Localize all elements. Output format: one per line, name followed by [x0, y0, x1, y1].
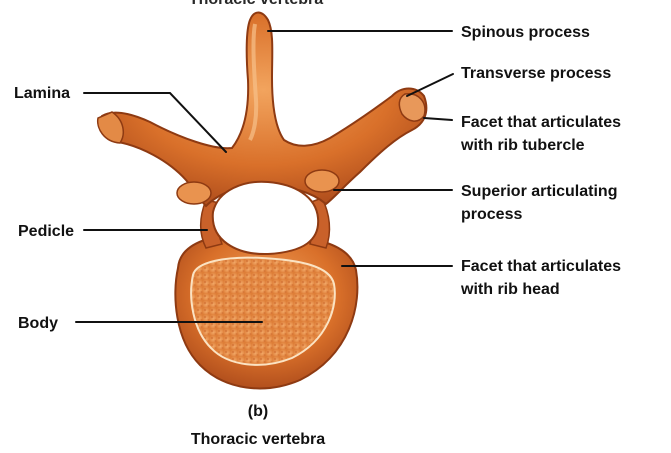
leader-transverse-process	[407, 74, 453, 96]
vertebral-foramen	[213, 182, 318, 254]
label-superior-articulating-line1: Superior articulating	[461, 183, 617, 200]
label-superior-articulating-line2: process	[461, 206, 522, 223]
leader-facet-rib-tubercle	[424, 118, 452, 120]
label-spinous-process: Spinous process	[461, 24, 590, 41]
label-lamina: Lamina	[14, 85, 70, 102]
right-superior-articulating-process	[305, 170, 339, 192]
figure-caption: (b) Thoracic vertebra	[191, 403, 325, 448]
label-facet-rib-head-line2: with rib head	[460, 281, 560, 298]
figure-title-partial: Thoracic vertebra	[189, 0, 323, 8]
left-superior-articulating-process	[177, 182, 211, 204]
vertebra-illustration	[98, 13, 427, 389]
label-body: Body	[18, 315, 58, 332]
vertebral-arch-shape	[100, 13, 426, 207]
label-pedicle: Pedicle	[18, 223, 74, 240]
label-facet-rib-tubercle-line1: Facet that articulates	[461, 114, 621, 131]
caption-title: Thoracic vertebra	[191, 431, 325, 448]
label-transverse-process: Transverse process	[461, 65, 611, 82]
label-facet-rib-tubercle-line2: with rib tubercle	[460, 137, 585, 154]
panel-letter: (b)	[248, 403, 268, 420]
label-facet-rib-head-line1: Facet that articulates	[461, 258, 621, 275]
